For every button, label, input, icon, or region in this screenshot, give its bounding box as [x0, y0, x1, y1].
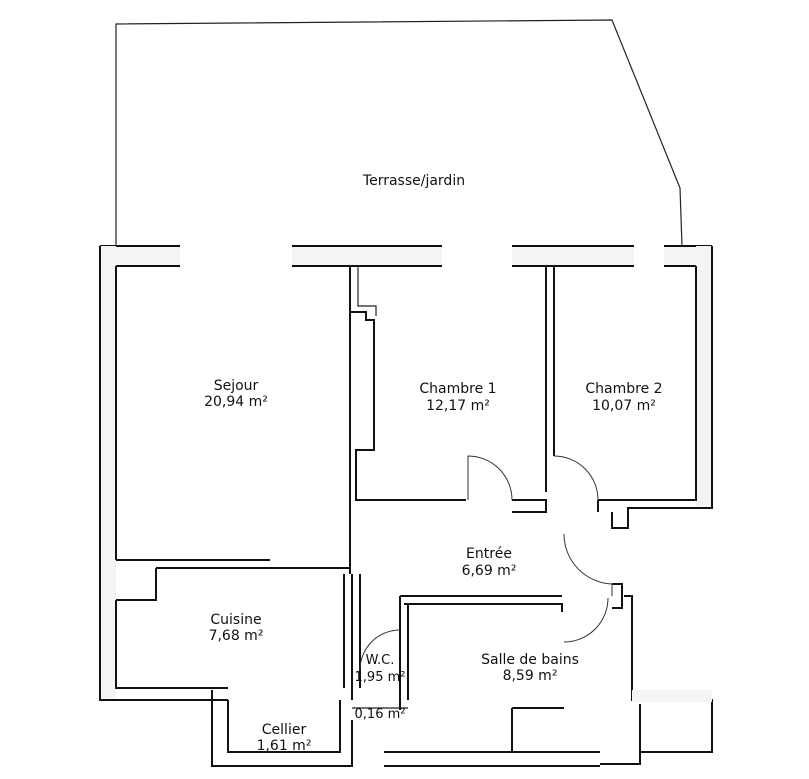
chambre2-area: 10,07 m²: [592, 398, 656, 414]
sejour-label: Sejour: [214, 378, 259, 394]
cuisine-area: 7,68 m²: [209, 628, 264, 644]
sdb-area: 8,59 m²: [503, 668, 558, 684]
entree-area: 6,69 m²: [462, 563, 517, 579]
cuisine-label: Cuisine: [210, 612, 261, 628]
terrace-outline: [115, 19, 683, 247]
entree-label: Entrée: [466, 546, 512, 562]
sejour-area: 20,94 m²: [204, 394, 268, 410]
sdb-label: Salle de bains: [481, 652, 579, 668]
doors: [359, 455, 613, 671]
chambre1-area: 12,17 m²: [426, 398, 490, 414]
chambre2-label: Chambre 2: [585, 381, 662, 397]
outer-walls: [99, 245, 713, 767]
cellier-area: 1,61 m²: [257, 738, 312, 754]
chambre1-label: Chambre 1: [419, 381, 496, 397]
placard-area: 0,16 m²: [355, 707, 406, 722]
wc-label: W.C.: [366, 653, 395, 668]
wc-area: 1,95 m²: [355, 670, 406, 685]
interior-walls: [116, 266, 599, 710]
cellier-label: Cellier: [262, 722, 307, 738]
terrace-label: Terrasse/jardin: [362, 173, 465, 189]
